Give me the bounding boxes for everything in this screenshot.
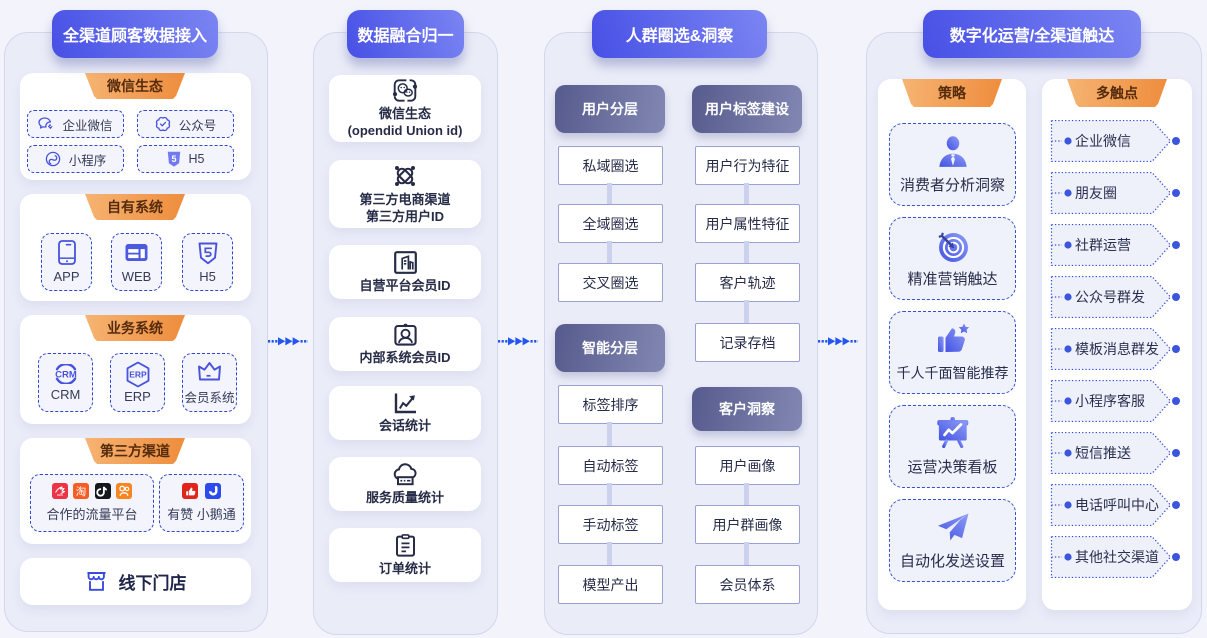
svg-text:5: 5 (171, 154, 176, 164)
svg-text:淘: 淘 (76, 485, 87, 498)
svg-text:RED: RED (57, 493, 64, 497)
svg-text:ERP: ERP (129, 370, 147, 380)
svg-text:CRM: CRM (55, 369, 77, 380)
